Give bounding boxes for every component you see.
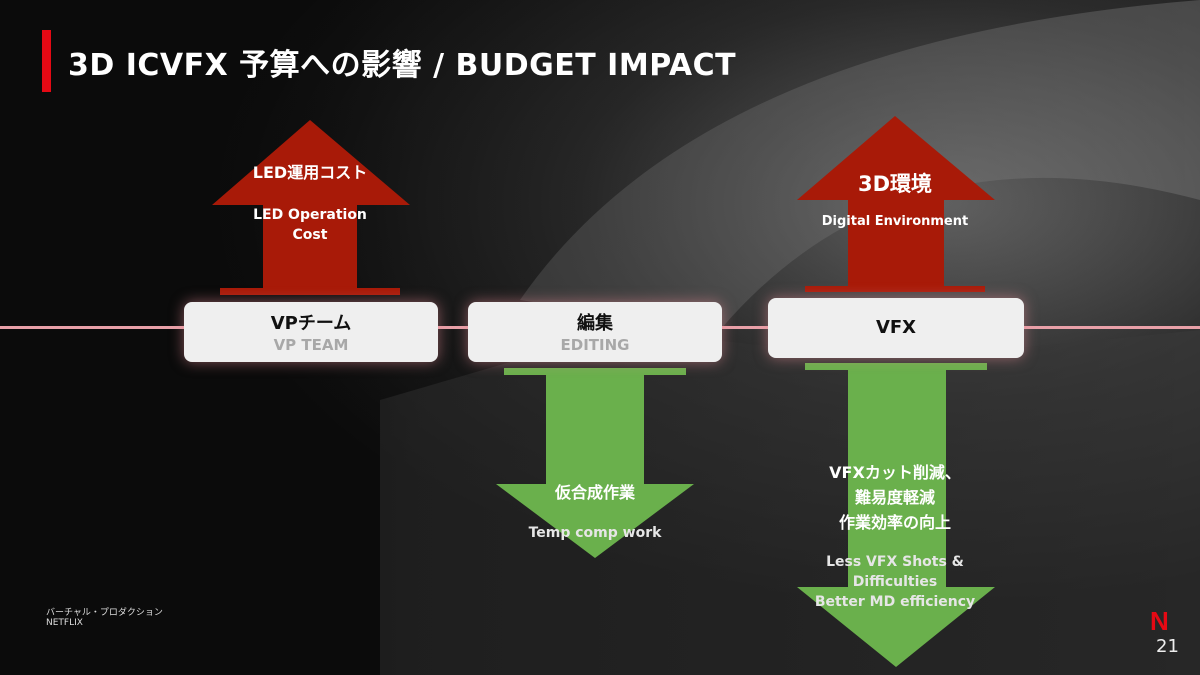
footer-company-label: NETFLIX — [46, 618, 83, 628]
vfx-down-line2: Difficulties — [852, 574, 938, 590]
vfx-label: VFX — [875, 317, 917, 338]
vp-team-label: VPチーム — [270, 313, 352, 334]
netflix-logo: N — [1150, 606, 1169, 636]
footer-section-label: バーチャル・プロダクション — [46, 608, 163, 618]
page-title: 3D ICVFX 予算への影響 / BUDGET IMPACT — [68, 48, 737, 83]
env-line1: Digital Environment — [821, 214, 969, 229]
led-cost-line1: LED Operation — [253, 207, 367, 223]
title-accent-bar — [42, 30, 51, 92]
temp-comp-title: 仮合成作業 — [554, 483, 635, 502]
vfx-down-title1: VFXカット削減、 — [829, 463, 961, 482]
temp-comp-line1: Temp comp work — [528, 525, 662, 541]
editing-label: 編集 — [577, 313, 613, 334]
vp-team-sublabel: VP TEAM — [273, 336, 349, 354]
led-cost-line2: Cost — [292, 227, 328, 243]
vfx-down-title2: 難易度軽減 — [854, 488, 935, 507]
vfx-down-title3: 作業効率の向上 — [838, 513, 951, 532]
vfx-box: VFX — [768, 298, 1024, 358]
led-cost-title: LED運用コスト — [252, 163, 368, 182]
vfx-down-line1: Less VFX Shots & — [826, 554, 964, 570]
vp-team-box: VPチーム VP TEAM — [184, 302, 438, 362]
vfx-down-line3: Better MD efficiency — [814, 594, 976, 610]
editing-sublabel: EDITING — [560, 336, 630, 354]
env-title: 3D環境 — [857, 172, 933, 196]
page-number: 21 — [1156, 636, 1179, 657]
editing-box: 編集 EDITING — [468, 302, 722, 362]
